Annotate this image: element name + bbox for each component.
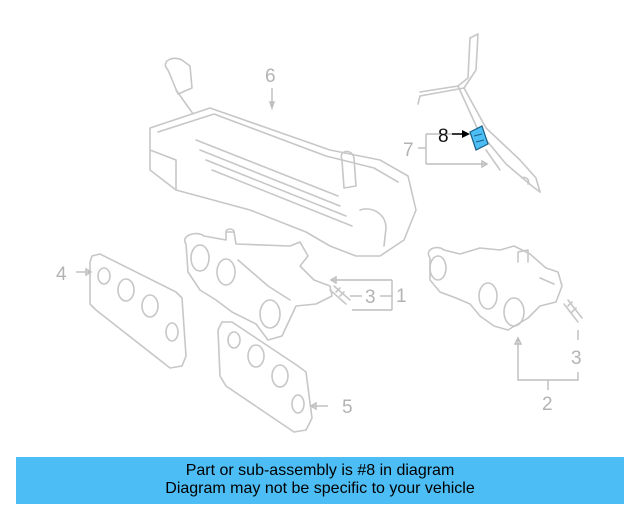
part-4-gasket[interactable] — [89, 253, 187, 369]
part-3a-stud[interactable] — [329, 285, 351, 305]
callout-4: 4 — [56, 264, 67, 285]
part-6-heat-shield[interactable] — [149, 57, 417, 257]
part-8-highlighted-clip[interactable] — [469, 125, 489, 151]
callout-3b: 3 — [571, 348, 582, 369]
callout-2: 2 — [542, 394, 553, 415]
part-5-gasket[interactable] — [217, 321, 313, 433]
callout-7: 7 — [403, 140, 414, 161]
leader-lines — [76, 88, 579, 411]
part-7-bracket[interactable] — [417, 33, 541, 193]
info-banner: Part or sub-assembly is #8 in diagram Di… — [16, 457, 624, 504]
part-1-exhaust-manifold[interactable] — [183, 228, 333, 341]
callout-3a: 3 — [365, 287, 376, 308]
banner-line-1: Part or sub-assembly is #8 in diagram — [185, 462, 455, 479]
banner-line-2: Diagram may not be specific to your vehi… — [165, 480, 475, 497]
part-2-exhaust-manifold[interactable] — [427, 245, 563, 331]
callout-6: 6 — [265, 66, 276, 87]
callout-8: 8 — [438, 126, 449, 147]
callout-1: 1 — [396, 286, 407, 307]
part-3b-stud[interactable] — [563, 299, 583, 323]
callout-5: 5 — [342, 397, 353, 418]
